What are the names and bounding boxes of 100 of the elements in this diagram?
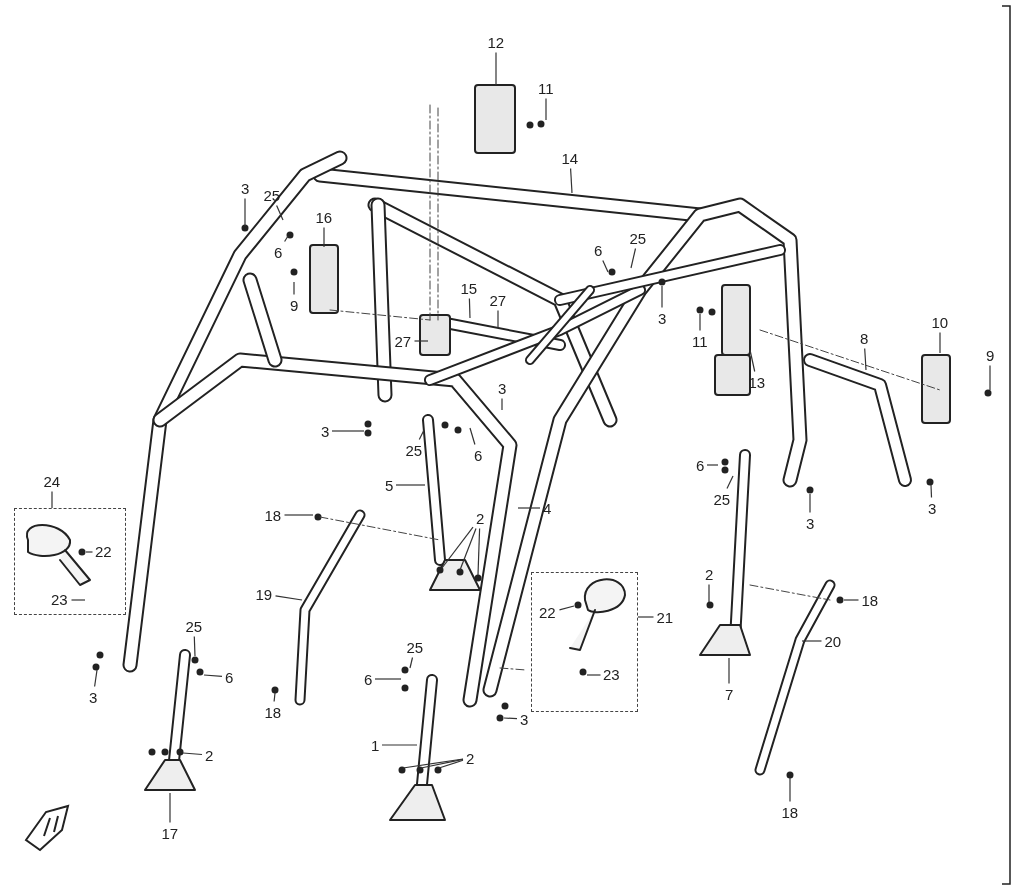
- leader-line: [283, 514, 314, 516]
- callout-number: 4: [542, 499, 553, 517]
- callout-number: 6: [363, 670, 374, 688]
- leader-line: [630, 247, 637, 269]
- leader-line: [495, 51, 497, 86]
- callout-number: 6: [473, 446, 484, 464]
- leader-line: [637, 616, 655, 618]
- leader-line: [708, 583, 710, 603]
- callout-number: 9: [289, 296, 300, 314]
- leader-line: [789, 777, 791, 803]
- leader-line: [501, 397, 503, 411]
- leader-line: [469, 427, 476, 446]
- callout-number: 3: [805, 514, 816, 532]
- callout-number: 6: [593, 241, 604, 259]
- leader-line: [276, 204, 284, 221]
- leader-line: [602, 259, 609, 273]
- leader-line: [586, 674, 602, 676]
- callout-number: 3: [88, 688, 99, 706]
- callout-number: 27: [488, 291, 508, 309]
- callout-number: 25: [628, 229, 648, 247]
- callout-number: 25: [262, 186, 282, 204]
- leader-line: [728, 657, 730, 685]
- callout-number: 3: [320, 422, 331, 440]
- leader-line: [441, 526, 474, 569]
- leader-line: [331, 430, 365, 432]
- callout-number: 2: [204, 746, 215, 764]
- leader-line: [438, 759, 464, 769]
- leader-line: [273, 692, 276, 703]
- leader-line: [726, 475, 734, 490]
- callout-number: 17: [160, 824, 180, 842]
- leader-line: [169, 792, 171, 824]
- callout-number: 18: [860, 591, 880, 609]
- callout-number: 2: [704, 565, 715, 583]
- callout-number: 8: [859, 329, 870, 347]
- callout-number: 27: [393, 332, 413, 350]
- callout-number: 3: [497, 379, 508, 397]
- dashed-group-frame: [531, 572, 638, 712]
- callout-number: 12: [486, 33, 506, 51]
- callout-number: 2: [475, 509, 486, 527]
- callout-number: 25: [405, 638, 425, 656]
- leader-line: [85, 551, 94, 553]
- callout-number: 20: [823, 632, 843, 650]
- leader-line: [843, 599, 860, 601]
- callout-number: 3: [927, 499, 938, 517]
- callout-number: 7: [724, 685, 735, 703]
- callout-number: 14: [560, 149, 580, 167]
- callout-number: 2: [465, 749, 476, 767]
- leader-line: [558, 605, 575, 611]
- callout-number: 18: [263, 506, 283, 524]
- leader-line: [706, 464, 719, 466]
- callout-number: 6: [695, 456, 706, 474]
- leader-line: [801, 640, 823, 642]
- leader-line: [864, 347, 867, 371]
- callout-number: 11: [691, 332, 709, 350]
- leader-line: [381, 744, 418, 746]
- leader-line: [193, 635, 196, 657]
- callout-number: 10: [930, 313, 950, 331]
- leader-line: [182, 752, 203, 756]
- callout-number: 9: [985, 346, 996, 364]
- leader-line: [374, 678, 402, 680]
- leader-line: [395, 484, 426, 486]
- callout-number: 6: [224, 668, 235, 686]
- callout-number: 22: [94, 543, 113, 560]
- leader-line: [749, 349, 756, 373]
- leader-line: [497, 309, 499, 329]
- leader-line: [459, 527, 477, 571]
- callout-number: 5: [384, 476, 395, 494]
- leader-line: [503, 717, 518, 720]
- leader-line: [284, 235, 289, 243]
- leader-line: [570, 167, 573, 194]
- leader-line: [293, 281, 295, 296]
- callout-number: 24: [42, 472, 62, 490]
- leader-line: [70, 599, 86, 601]
- callout-number: 25: [712, 490, 732, 508]
- leader-line: [468, 297, 471, 319]
- leader-line: [402, 758, 464, 769]
- callout-number: 18: [263, 703, 283, 721]
- callout-number: 3: [519, 710, 530, 728]
- leader-line: [323, 226, 325, 248]
- leader-line: [413, 340, 429, 342]
- callout-number: 19: [254, 585, 274, 603]
- callout-number: 23: [50, 591, 69, 608]
- dashed-group-frame: [14, 508, 126, 615]
- callout-number: 3: [657, 309, 668, 327]
- callout-number: 21: [655, 608, 675, 626]
- callout-number: 25: [404, 441, 424, 459]
- callout-number: 11: [537, 79, 555, 97]
- leader-line: [274, 595, 303, 601]
- callout-number: 23: [602, 666, 621, 683]
- callout-number: 22: [538, 604, 557, 621]
- leader-line: [930, 484, 933, 499]
- leader-line: [94, 669, 98, 688]
- leader-line: [203, 674, 223, 677]
- callout-number: 3: [240, 179, 251, 197]
- callout-number: 6: [273, 243, 284, 261]
- callout-number: 16: [314, 208, 334, 226]
- callout-number: 18: [780, 803, 800, 821]
- leader-line: [51, 490, 53, 509]
- leader-line: [699, 313, 701, 332]
- callout-number: 25: [184, 617, 204, 635]
